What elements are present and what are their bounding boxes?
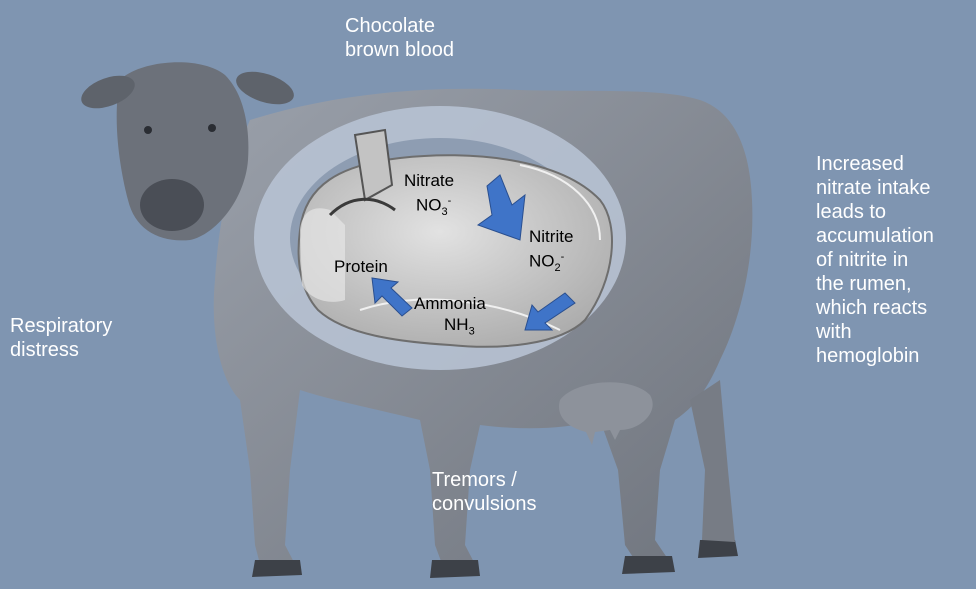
cow-ear-right [232,65,298,110]
protein-label: Protein [334,256,388,277]
chocolate-brown-blood-label: Chocolate brown blood [345,14,505,62]
tremors-line-1: Tremors / [432,468,592,492]
nitrate-label: Nitrate NO3- [404,170,454,223]
increased-line-1: Increased [816,152,974,176]
nitrate-name: Nitrate [404,170,454,191]
nitrite-formula: NO2- [529,247,573,279]
nitrite-formula-base: NO [529,252,555,271]
respiratory-line-1: Respiratory [10,314,160,338]
ammonia-formula-base: NH [444,315,469,334]
increased-line-2: nitrate intake [816,176,974,200]
ammonia-formula: NH3 [414,314,486,342]
cow-back-leg [690,380,735,542]
ammonia-formula-sub: 3 [469,325,475,337]
ammonia-name: Ammonia [414,293,486,314]
cow-eye-left [144,126,152,134]
increased-nitrate-label: Increased nitrate intake leads to accumu… [816,152,974,368]
increased-line-9: hemoglobin [816,344,974,368]
increased-line-8: with [816,320,974,344]
nitrate-formula: NO3- [404,191,454,223]
respiratory-distress-label: Respiratory distress [10,314,160,362]
nitrite-label: Nitrite NO2- [529,226,573,279]
ammonia-label: Ammonia NH3 [414,293,486,342]
nitrate-formula-sup: - [448,195,452,207]
nitrite-formula-sub: 2 [555,262,561,274]
increased-line-3: leads to [816,200,974,224]
increased-line-6: the rumen, [816,272,974,296]
nitrite-formula-sup: - [561,251,565,263]
tremors-line-2: convulsions [432,492,592,516]
tremors-convulsions-label: Tremors / convulsions [432,468,592,516]
nitrate-formula-base: NO [416,196,442,215]
respiratory-line-2: distress [10,338,160,362]
increased-line-7: which reacts [816,296,974,320]
nitrite-name: Nitrite [529,226,573,247]
cow-hooves [252,540,738,578]
chocolate-line-1: Chocolate [345,14,505,38]
increased-line-4: accumulation [816,224,974,248]
chocolate-line-2: brown blood [345,38,505,62]
cow-eye-right [208,124,216,132]
cow-muzzle [140,179,204,231]
nitrate-formula-sub: 3 [442,206,448,218]
increased-line-5: of nitrite in [816,248,974,272]
